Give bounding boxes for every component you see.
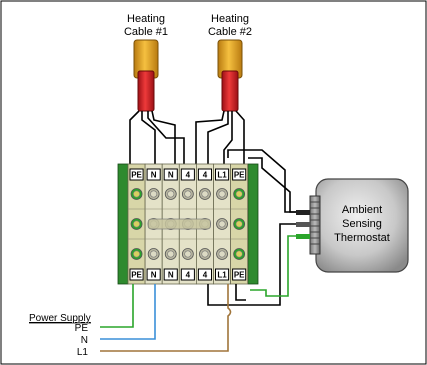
power-supply-title: Power Supply <box>29 313 91 324</box>
terminal-label-box <box>215 268 230 281</box>
terminal-screw-head <box>218 190 226 198</box>
terminal-label-top: PE <box>234 171 245 180</box>
cable-2-label-line2: Cable #2 <box>208 26 252 38</box>
terminal-screw-head <box>133 220 141 228</box>
terminal-screw-head <box>184 250 192 258</box>
thermostat-thread <box>309 195 321 255</box>
wire-supply-n <box>100 284 156 340</box>
wire-c1-n <box>141 111 156 167</box>
terminal-label-top: L1 <box>217 171 227 180</box>
cable-wires <box>129 110 302 213</box>
terminal-label-bottom: 4 <box>203 271 208 280</box>
terminal-screw-head <box>133 250 141 258</box>
wire-c2-4 <box>207 111 229 167</box>
terminal-screw-head <box>133 190 141 198</box>
terminal-label-bottom: PE <box>234 271 245 280</box>
cable-2-label-line1: Heating <box>211 13 249 25</box>
terminal-column: PE PE <box>127 163 146 285</box>
heating-cable-2 <box>217 39 243 112</box>
terminal-label-top: PE <box>131 171 142 180</box>
terminal-column: PE PE <box>230 163 249 285</box>
terminal-screw-head <box>201 190 209 198</box>
wire-c2-n <box>195 110 225 167</box>
supply-n-label: N <box>81 335 88 346</box>
terminal-label-top: N <box>168 171 174 180</box>
terminal-label-box <box>163 168 178 181</box>
terminal-screw-head <box>167 190 175 198</box>
terminal-label-top: 4 <box>186 171 191 180</box>
terminal-label-box <box>215 168 230 181</box>
terminal-screw-head <box>167 250 175 258</box>
terminal-label-box <box>129 168 144 181</box>
terminal-screw-head <box>218 220 226 228</box>
terminal-label-bottom: N <box>168 271 174 280</box>
thermostat-label-line2: Sensing <box>342 218 382 230</box>
terminal-screw-head <box>150 250 158 258</box>
terminal-screw-head <box>150 190 158 198</box>
terminal-label-box <box>129 268 144 281</box>
terminal-label-bottom: L1 <box>217 271 227 280</box>
terminal-label-top: N <box>151 171 157 180</box>
terminal-label-box <box>146 268 161 281</box>
thermostat-thread-lines <box>310 201 320 245</box>
thermo-lead-1 <box>296 210 310 215</box>
terminal-label-top: 4 <box>203 171 208 180</box>
terminal-label-box <box>232 268 247 281</box>
terminal-screw-head <box>201 250 209 258</box>
terminal-label-box <box>197 168 212 181</box>
wire-c2-pe <box>235 110 245 167</box>
terminal-label-box <box>163 268 178 281</box>
cable-2-sheath <box>221 70 239 112</box>
thermostat: Ambient Sensing Thermostat <box>296 178 409 273</box>
bottom-wires <box>100 223 296 352</box>
thermostat-label-line3: Thermostat <box>334 232 390 244</box>
cable-1-label-line2: Cable #1 <box>124 26 168 38</box>
wire-to-thermo-2 <box>248 157 302 213</box>
wire-c2-l1 <box>223 111 233 167</box>
block-end-left <box>117 163 129 285</box>
terminal-label-box <box>180 268 195 281</box>
cable-1-label-line1: Heating <box>127 13 165 25</box>
block-end-right <box>247 163 259 285</box>
terminal-screw-head <box>218 250 226 258</box>
terminal-screw-head <box>235 220 243 228</box>
thermostat-label-line1: Ambient <box>342 204 382 216</box>
terminal-label-bottom: N <box>151 271 157 280</box>
supply-l1-label: L1 <box>77 347 89 358</box>
terminal-label-box <box>232 168 247 181</box>
wire-thermo-to-4 <box>207 223 296 306</box>
wire-to-thermo-1 <box>227 149 302 213</box>
terminal-label-bottom: 4 <box>186 271 191 280</box>
wire-c1-4 <box>147 111 185 167</box>
cable-1-sheath <box>137 70 155 112</box>
terminal-label-box <box>180 168 195 181</box>
thermo-lead-3 <box>296 234 310 239</box>
terminal-label-bottom: PE <box>131 271 142 280</box>
supply-pe-label: PE <box>75 323 89 334</box>
wire-supply-l1 <box>100 284 232 352</box>
terminal-label-box <box>197 268 212 281</box>
wire-c1-n2 <box>151 110 176 167</box>
thermo-lead-2 <box>296 222 310 227</box>
terminal-screw-head <box>235 190 243 198</box>
wire-thermo-earth <box>250 235 296 297</box>
wire-c1-pe <box>129 110 140 167</box>
terminal-bridge-bar <box>147 218 211 230</box>
wire-l1-bridge <box>235 284 246 301</box>
terminal-screw-head <box>184 190 192 198</box>
terminal-label-box <box>146 168 161 181</box>
heating-cable-1 <box>133 39 159 112</box>
wire-supply-pe <box>100 284 134 328</box>
terminal-screw-head <box>235 250 243 258</box>
